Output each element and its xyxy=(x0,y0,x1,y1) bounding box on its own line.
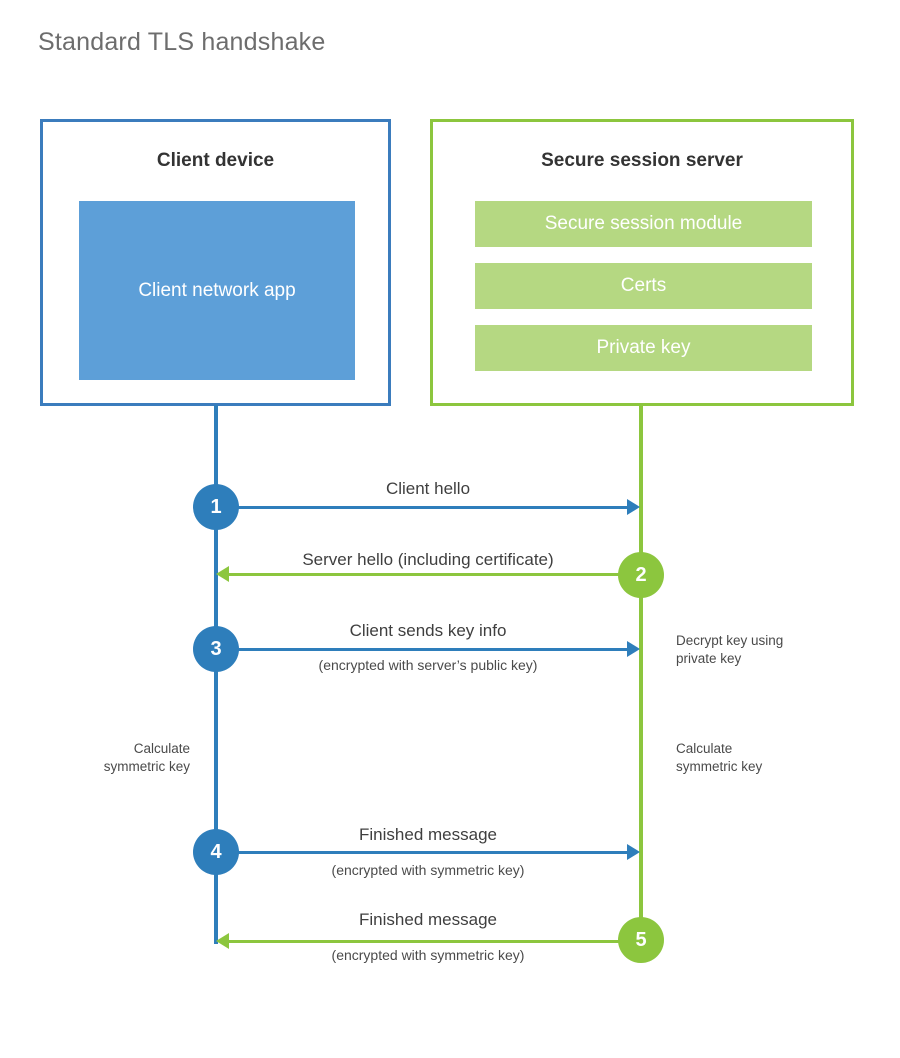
server-component-list: Secure session module Certs Private key xyxy=(475,201,812,371)
step-1-label: Client hello xyxy=(385,479,471,498)
step-1-arrow-head-icon xyxy=(627,499,640,515)
step-2-marker: 2 xyxy=(618,552,664,598)
step-5-label: Finished message xyxy=(359,910,497,929)
step-5-arrow-line xyxy=(228,940,639,943)
server-component-secure-session-module: Secure session module xyxy=(475,201,812,247)
server-component-certs: Certs xyxy=(475,263,812,309)
step-4-sublabel: (encrypted with symmetric key) xyxy=(331,862,525,878)
step-2-arrow-line xyxy=(228,573,639,576)
step-3-label: Client sends key info xyxy=(349,621,507,640)
step-3-arrow-line xyxy=(216,648,627,651)
step-1-marker: 1 xyxy=(193,484,239,530)
note-client-calculate-line-1: Calculate xyxy=(133,741,190,756)
server-lifeline xyxy=(639,405,643,926)
note-decrypt-key: Decrypt key using private key xyxy=(676,632,866,668)
client-device-box: Client device Client network app xyxy=(40,119,391,406)
note-decrypt-key-line-1: Decrypt key using xyxy=(676,633,784,648)
step-5-arrow-head-icon xyxy=(216,933,229,949)
step-4-label: Finished message xyxy=(359,825,497,844)
step-4-marker: 4 xyxy=(193,829,239,875)
note-server-calculate-line-1: Calculate xyxy=(676,741,733,756)
step-3-marker: 3 xyxy=(193,626,239,672)
server-component-private-key: Private key xyxy=(475,325,812,371)
note-client-calculate-symmetric-key: Calculate symmetric key xyxy=(20,740,190,776)
step-4-arrow-head-icon xyxy=(627,844,640,860)
step-5-sublabel: (encrypted with symmetric key) xyxy=(331,947,525,963)
client-device-title: Client device xyxy=(156,150,275,171)
note-client-calculate-line-2: symmetric key xyxy=(103,758,190,774)
step-4-arrow-line xyxy=(216,851,627,854)
client-lifeline xyxy=(214,405,218,944)
step-2-arrow-head-icon xyxy=(216,566,229,582)
secure-session-server-title: Secure session server xyxy=(541,150,743,171)
secure-session-server-box: Secure session server Secure session mod… xyxy=(430,119,854,406)
note-server-calculate-symmetric-key: Calculate symmetric key xyxy=(676,740,866,776)
step-2-label: Server hello (including certificate) xyxy=(302,550,554,569)
note-server-calculate-line-2: symmetric key xyxy=(676,758,763,774)
step-3-sublabel: (encrypted with server’s public key) xyxy=(318,657,538,673)
step-3-arrow-head-icon xyxy=(627,641,640,657)
step-5-marker: 5 xyxy=(618,917,664,963)
page-title: Standard TLS handshake xyxy=(38,28,326,56)
client-network-app-block: Client network app xyxy=(79,201,355,380)
step-1-arrow-line xyxy=(216,506,627,509)
note-decrypt-key-line-2: private key xyxy=(676,650,742,666)
